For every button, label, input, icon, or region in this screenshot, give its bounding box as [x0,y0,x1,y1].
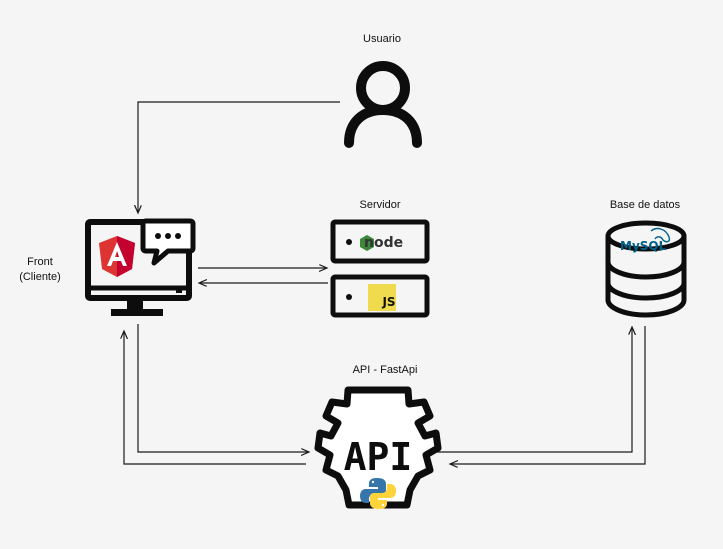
front-label: Front (Cliente) [10,255,70,285]
api-label: API - FastApi [352,364,418,376]
front-to-api-arrow [137,324,308,452]
user-to-front-arrow [138,101,340,212]
mysql-logo-text: MySQL [620,239,667,253]
javascript-logo-icon: JS [368,284,396,311]
node-logo-text: node [364,235,403,251]
api-logo-text: API [344,435,413,479]
database-label: Base de datos [609,199,681,211]
front-label-line1: Front [27,256,53,268]
angular-logo-icon [99,236,135,277]
connectors [124,101,646,465]
js-logo-text: JS [381,295,395,309]
monitor-angular-icon [85,219,192,316]
python-icon [360,478,396,509]
api-to-database-arrow [420,328,632,453]
chat-bubble-icon [140,218,196,266]
database-icon [605,220,687,318]
front-label-line2: (Cliente) [19,271,61,283]
server-label: Servidor [359,199,401,211]
api-to-front-arrow [124,332,306,465]
database-to-api-arrow [451,326,646,464]
user-label: Usuario [363,33,401,45]
nodejs-logo-icon: node [360,235,403,251]
gear-api-icon: API [314,386,442,509]
server-icon: node JS [330,219,430,318]
user-icon [344,61,422,148]
mysql-logo-icon: MySQL [620,227,671,253]
